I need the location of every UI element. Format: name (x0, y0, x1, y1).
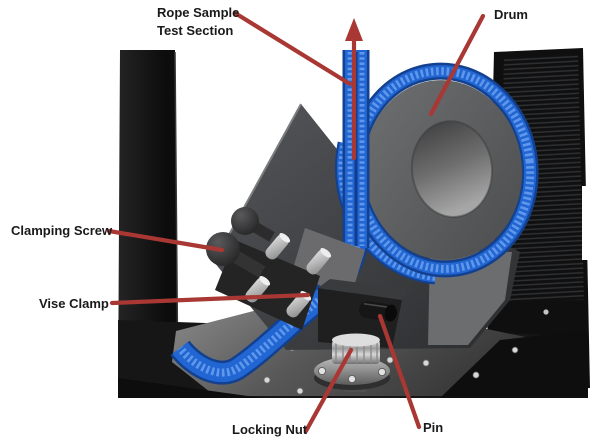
pin (359, 301, 397, 322)
arrow-pin (377, 313, 422, 430)
label-clamping-screw: Clamping Screw (11, 223, 113, 238)
flange-screws (317, 366, 387, 384)
drum-hole (411, 121, 493, 217)
arrow-vise-clamp (109, 292, 311, 306)
pivot-block (318, 279, 408, 348)
annotation-arrows (106, 10, 486, 434)
label-pin: Pin (423, 420, 444, 435)
label-drum: Drum (494, 7, 528, 22)
arrow-drum (428, 13, 486, 117)
label-vise-clamp: Vise Clamp (39, 296, 109, 311)
label-rope-sample-line2: Test Section (157, 23, 234, 38)
locking-nut-assembly (314, 333, 390, 392)
arrow-rope-sample (232, 10, 353, 87)
arrow-locking-nut (303, 347, 354, 434)
label-locking-nut: Locking Nut (232, 422, 308, 437)
arrow-pull-direction (345, 18, 363, 161)
locking-nut (332, 333, 380, 364)
label-rope-sample-test-section: Rope Sample Test Section (157, 4, 239, 40)
arrow-clamping-screw (106, 228, 225, 253)
label-rope-sample-line1: Rope Sample (157, 5, 240, 20)
